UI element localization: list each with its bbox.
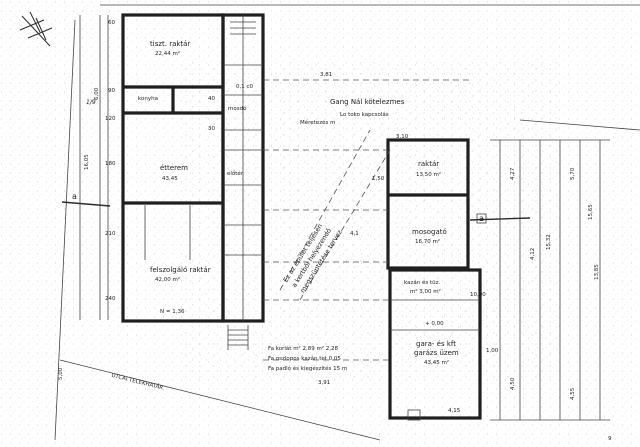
dim-90: 90 [108, 88, 115, 94]
dim-100: 1,00 [486, 348, 499, 354]
dim-vertical-right-6: 4,27 [510, 167, 516, 180]
dim-150: 1,50 [372, 176, 385, 182]
dim-1532: 15,32 [546, 234, 552, 250]
room-area-kazan: m² 3,00 m² [410, 288, 441, 295]
dashed-layout-lines [263, 79, 470, 361]
note-fa-oszlop: Fa oszlopos kazán tet 0,05 [268, 355, 341, 362]
room-name-tisztraktar: tiszt. raktár [150, 40, 190, 48]
section-marker-right: a [469, 213, 531, 224]
note-meret: Méretezés m [300, 119, 335, 126]
dim-570: 5,70 [570, 167, 576, 180]
room-area-mosogato: 16,70 m² [415, 238, 440, 245]
room-name-ettezo: étterem [160, 164, 188, 172]
dim-210: 210 [105, 231, 116, 237]
room-name-konyha: konyha [138, 96, 158, 102]
dim-500: 5,00 [58, 367, 64, 380]
room-area-ettezo: 43,45 [162, 176, 178, 182]
dim-41: 4,1 [350, 231, 359, 237]
room-name-mosogato: mosogató [412, 228, 447, 236]
stair-icon [227, 21, 256, 350]
dim-1605: 16,05 [84, 154, 90, 170]
room-name-garazs2: gara- és kft [416, 340, 456, 348]
dim-vertical-right-5: 5,70 [570, 167, 576, 180]
dim-30: 30 [208, 126, 215, 132]
mark-plus-zero: + 0,00 [425, 321, 444, 327]
dim-vertical-right-2: 13,85 [594, 264, 600, 280]
dim-120: 120 [105, 116, 116, 122]
dim-1565: 15,65 [588, 204, 594, 220]
section-label-left: a [72, 192, 77, 201]
dim-450: 4,50 [510, 377, 516, 390]
dim-vertical-left-1: 16,05 [84, 154, 90, 170]
dim-vertical-right-4: 4,12 [530, 248, 536, 260]
dim-vertical-left-2: 6,00 [94, 87, 100, 100]
note-gangnak: Gang Nál kötelezmes [330, 98, 405, 106]
dim-vertical-left-3: 5,00 [58, 367, 64, 380]
dim-60: 60 [108, 20, 115, 26]
dim-1385: 13,85 [594, 264, 600, 280]
north-mark-icon [19, 11, 53, 47]
dimension-chains-right [490, 139, 610, 421]
dim-427: 4,27 [510, 167, 516, 180]
dim-vertical-right-8: 15,65 [588, 204, 594, 220]
room-area-fmraktar: 42,00 m² [155, 276, 180, 283]
dim-412: 4,12 [530, 248, 536, 260]
room-name-mosdo: mosdó [228, 105, 247, 112]
dim-1000: 10,00 [470, 292, 486, 298]
handwritten-mark: 1/9 [86, 99, 96, 106]
dim-240: 240 [105, 296, 116, 302]
dim-600: 6,00 [94, 87, 100, 100]
dim-455: 4,55 [570, 387, 576, 400]
left-building-walls [121, 13, 265, 323]
dim-415: 4,15 [448, 408, 461, 414]
room-name-garazs3: garázs üzem [414, 349, 459, 357]
dim-180: 180 [105, 161, 116, 167]
dim-vertical-right-1: 15,32 [546, 234, 552, 250]
section-label-right: a [479, 214, 484, 223]
dim-310: 3,10 [396, 134, 409, 140]
room-name-fmraktar: felszolgáló raktár [150, 266, 211, 274]
note-fa-padlo: Fa padló és kiegészítés 15 m [268, 365, 347, 372]
room-area-garazs3: 43,45 m² [424, 359, 449, 366]
room-name-szenraktar: raktár [418, 160, 439, 168]
dim-40: 40 [208, 96, 215, 102]
cellar-note: N = 1,36 [160, 309, 185, 315]
room-area-szenraktar: 13,50 m² [416, 171, 441, 178]
dimension-chains-left [79, 15, 109, 320]
top-mark: 0,1 c0 [236, 84, 254, 90]
room-area-tisztraktar: 22,44 m² [155, 50, 180, 57]
dim-381: 3,81 [320, 72, 332, 78]
section-marker-left: a [61, 192, 111, 207]
dim-391: 3,91 [318, 380, 330, 386]
note-lo-toko: Lo toko kapcsolás [340, 111, 389, 118]
right-building-walls [386, 138, 482, 421]
room-name-eloter: előtér [227, 170, 244, 177]
page-number: 9 [608, 436, 612, 442]
dim-vertical-right-3: 4,50 [510, 377, 516, 390]
room-name-kazan: kazán és tüz. [404, 279, 440, 286]
site-boundary-lines [54, 4, 640, 441]
note-fa-korlat: Fa korlát m² 2,89 m² 2,28 [268, 345, 339, 352]
dim-vertical-right-7: 4,55 [570, 387, 576, 400]
